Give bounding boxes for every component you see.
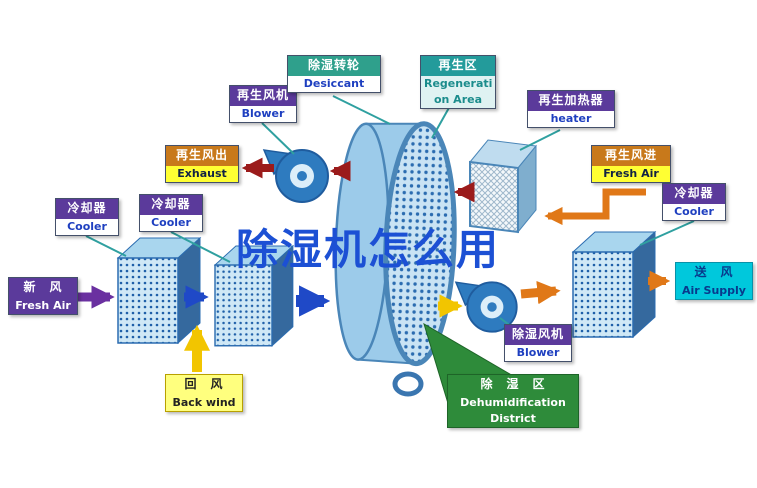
label-air-supply: 送 风 Air Supply [675,262,753,300]
label-regen-blower-en: Blower [230,105,296,122]
label-regen-area-zh: 再生区 [421,56,495,76]
label-desiccant: 除湿转轮 Desiccant [287,55,381,93]
label-dehum-district-en1: Dehumidification [460,395,566,409]
heater-unit [469,139,537,234]
label-dehum-blower: 除湿风机 Blower [504,324,572,362]
label-back-wind-zh: 回 风 [184,377,224,391]
label-air-supply-en: Air Supply [682,283,746,297]
rotor-drive-ring [392,371,424,397]
label-exhaust-zh: 再生风出 [166,146,238,166]
label-dehum-blower-zh: 除湿风机 [505,325,571,345]
label-cooler-right-zh: 冷却器 [663,184,725,204]
label-fresh-air-inlet-en: Fresh Air [15,298,71,312]
label-dehum-district: 除 湿 区 Dehumidification District [447,374,579,429]
label-dehum-district-zh: 除 湿 区 [480,377,546,391]
label-regen-heater: 再生加热器 heater [527,90,615,128]
label-regen-area-en2: on Area [421,91,495,109]
label-cooler-left-inner: 冷却器 Cooler [139,194,203,232]
blower-to-cooler-arrow [520,280,561,305]
label-cooler-right-en: Cooler [663,203,725,220]
label-exhaust-en: Exhaust [166,165,238,182]
flow-arrows [76,157,671,372]
label-fresh-air-inlet-zh: 新 风 [23,280,63,294]
label-regen-fresh-air-zh: 再生风进 [592,146,670,166]
label-regen-blower-zh: 再生风机 [230,86,296,106]
label-regen-area: 再生区 Regenerati on Area [420,55,496,110]
label-desiccant-en: Desiccant [288,75,380,92]
label-regen-blower: 再生风机 Blower [229,85,297,123]
label-cooler-left-outer-zh: 冷却器 [56,199,118,219]
label-cooler-left-outer: 冷却器 Cooler [55,198,119,236]
label-fresh-air-inlet: 新 风 Fresh Air [8,277,78,315]
wheel-face [383,121,457,367]
label-regen-fresh-air: 再生风进 Fresh Air [591,145,671,183]
label-cooler-left-inner-zh: 冷却器 [140,195,202,215]
label-regen-heater-zh: 再生加热器 [528,91,614,111]
cooler-left-outer-unit [117,237,201,344]
label-dehum-blower-en: Blower [505,344,571,361]
label-back-wind-en: Back wind [172,395,236,409]
label-connectors [85,95,695,328]
label-regen-heater-en: heater [528,110,614,127]
label-air-supply-zh: 送 风 [694,265,734,279]
label-back-wind: 回 风 Back wind [165,374,243,412]
label-cooler-right: 冷却器 Cooler [662,183,726,221]
cooler-right-unit [572,231,656,338]
label-exhaust: 再生风出 Exhaust [165,145,239,183]
label-desiccant-zh: 除湿转轮 [288,56,380,76]
label-dehum-district-en2: District [490,411,536,425]
label-regen-area-en1: Regenerati [421,75,495,92]
desiccant-wheel [334,121,457,367]
label-cooler-left-outer-en: Cooler [56,218,118,235]
page-title: 除湿机怎么用 [236,225,501,274]
regen-blower-fan [263,149,329,203]
label-cooler-left-inner-en: Cooler [140,214,202,231]
regen-inlet-path [544,188,646,226]
label-regen-fresh-air-en: Fresh Air [592,165,670,182]
